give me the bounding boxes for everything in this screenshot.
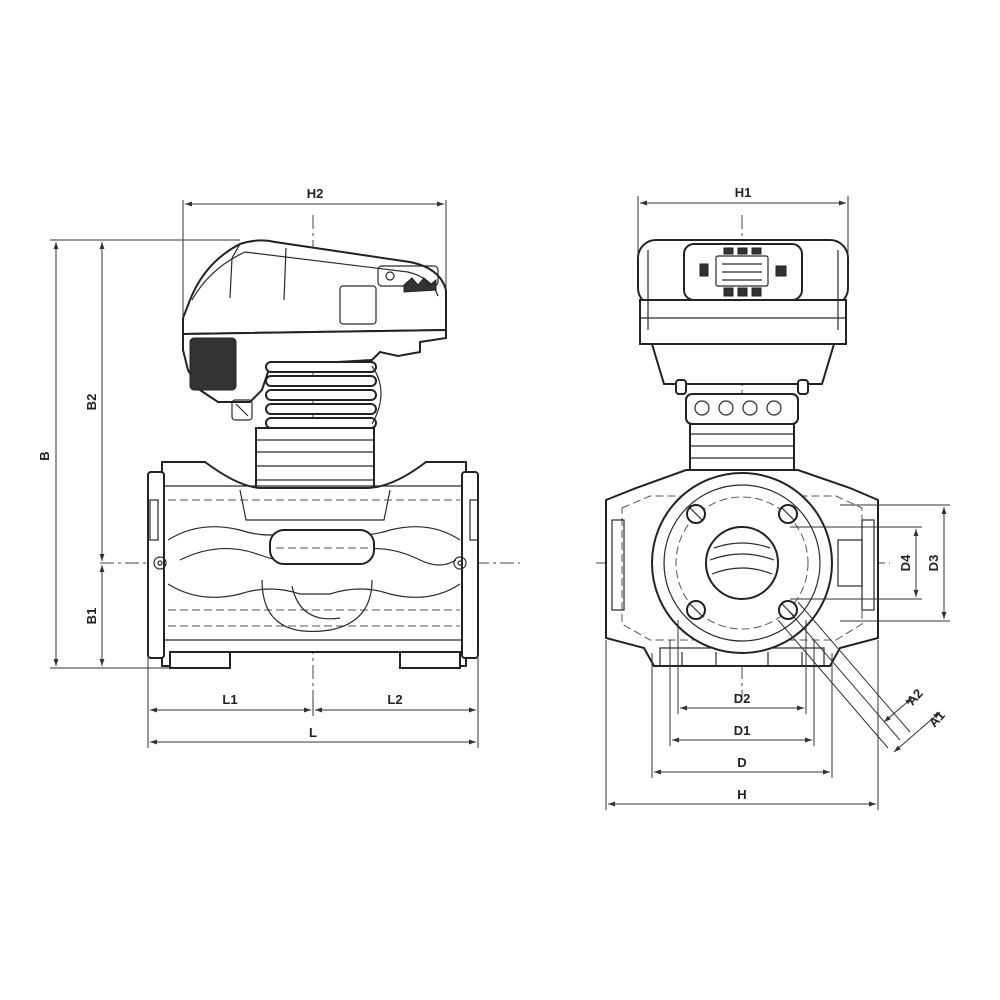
bolt-holes xyxy=(686,504,798,620)
label-B1: B1 xyxy=(84,608,99,625)
label-L1: L1 xyxy=(222,692,237,707)
label-D: D xyxy=(737,755,746,770)
front-neck xyxy=(689,423,795,471)
label-D3: D3 xyxy=(926,555,941,572)
side-flanges xyxy=(147,471,479,659)
label-B: B xyxy=(37,451,52,460)
right-foot xyxy=(399,651,461,669)
side-view: H2 B B2 B1 L1 L2 L xyxy=(37,186,520,748)
label-D2: D2 xyxy=(734,691,751,706)
label-D4: D4 xyxy=(898,554,913,571)
label-L2: L2 xyxy=(387,692,402,707)
control-button xyxy=(723,247,734,255)
label-A1: A1 xyxy=(926,708,948,730)
dim-line-A1 xyxy=(893,711,941,753)
display-panel xyxy=(683,243,803,301)
cable-glands xyxy=(675,379,809,425)
label-L: L xyxy=(309,725,317,740)
label-H2: H2 xyxy=(307,186,324,201)
control-button xyxy=(737,287,748,297)
pump-body xyxy=(161,461,467,667)
control-button xyxy=(723,287,734,297)
left-flange xyxy=(147,471,165,659)
control-box xyxy=(637,239,849,385)
label-B2: B2 xyxy=(84,394,99,411)
motor-housing xyxy=(182,239,447,421)
led-indicator xyxy=(699,263,709,277)
control-button xyxy=(751,287,762,297)
left-foot xyxy=(169,651,231,669)
side-connector-block xyxy=(189,337,237,391)
label-D1: D1 xyxy=(734,723,751,738)
label-H: H xyxy=(737,787,746,802)
label-H1: H1 xyxy=(735,185,752,200)
label-A2: A2 xyxy=(904,686,926,708)
control-button xyxy=(751,247,762,255)
cooling-fins xyxy=(265,361,382,429)
control-button xyxy=(775,265,787,277)
flange-bore xyxy=(705,526,779,600)
dim-line-A2 xyxy=(883,697,913,723)
front-flange xyxy=(651,472,833,654)
front-view: H1 D4 D3 D2 D1 D H xyxy=(596,185,950,810)
right-flange xyxy=(461,471,479,659)
control-button xyxy=(737,247,748,255)
